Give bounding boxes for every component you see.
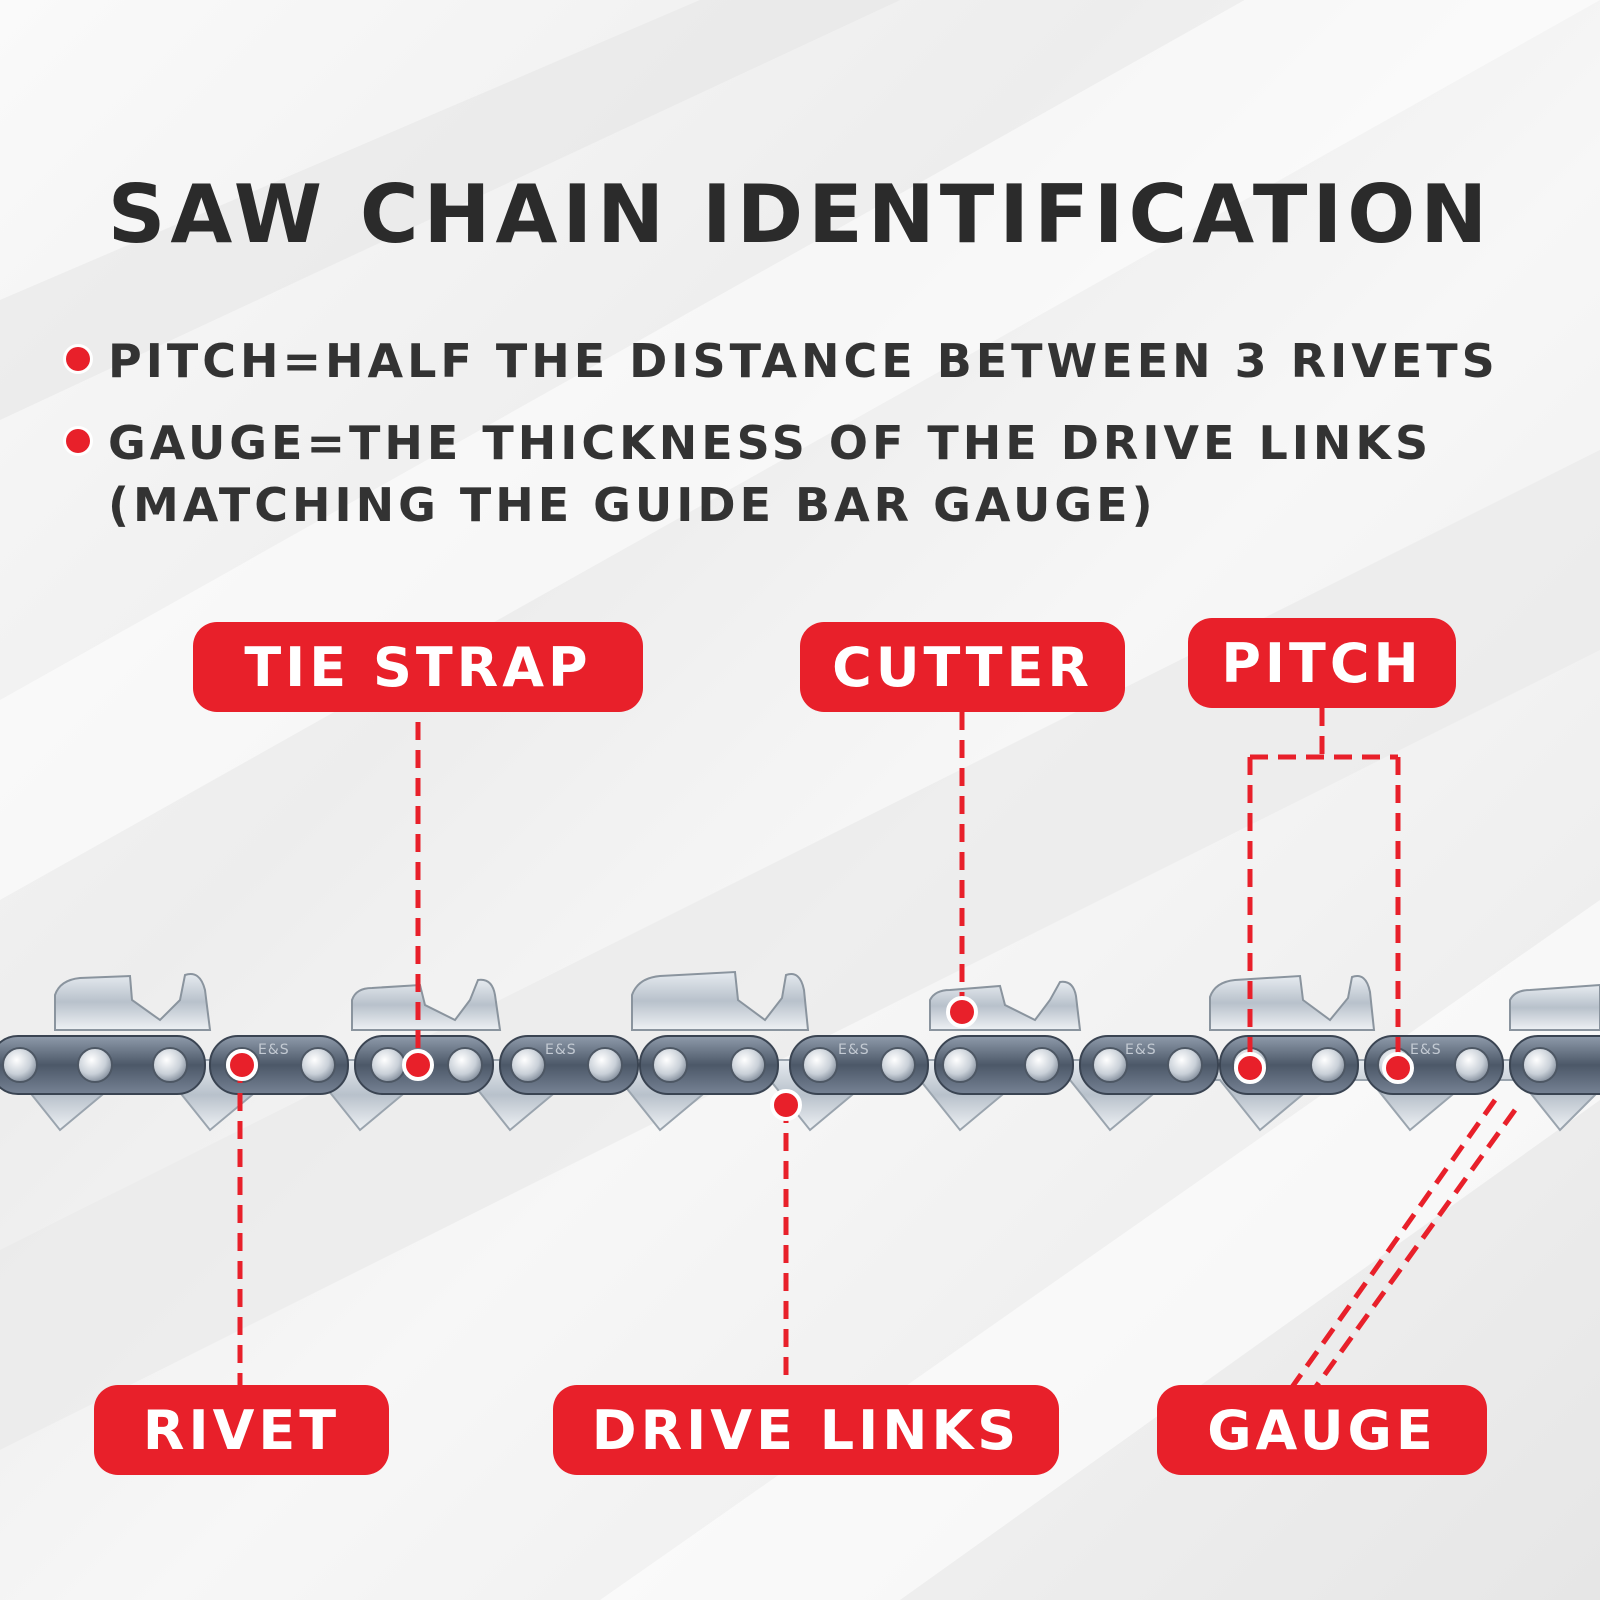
chain-stamps: E&S E&S E&S E&S E&S [258,1042,1442,1058]
pitch-definition-text: PITCH=HALF THE DISTANCE BETWEEN 3 RIVETS [108,334,1499,388]
rivets [2,1047,1558,1083]
definition-list: PITCH=HALF THE DISTANCE BETWEEN 3 RIVETS… [66,330,1566,556]
gauge-definition-text: GAUGE=THE THICKNESS OF THE DRIVE LINKS (… [108,416,1433,532]
drive-links-label: DRIVE LINKS [553,1385,1059,1475]
cutters [54,970,1600,1031]
page-title: SAW CHAIN IDENTIFICATION [107,168,1493,261]
drive-links-marker [770,1089,802,1121]
tie-strap-label: TIE STRAP [193,622,643,712]
cutter-marker [946,996,978,1028]
chain-stamp: E&S [545,1042,577,1058]
cutter-label: CUTTER [800,622,1125,712]
rivet-marker [226,1049,258,1081]
gauge-definition: GAUGE=THE THICKNESS OF THE DRIVE LINKS (… [66,412,1566,536]
bullet-dot-icon [66,429,90,453]
gauge-label: GAUGE [1157,1385,1487,1475]
chain-stamp: E&S [1410,1042,1442,1058]
chain-stamp: E&S [1125,1042,1157,1058]
marker-dots [226,996,1414,1121]
leader-lines [237,708,1518,1397]
pitch-start-marker [1234,1052,1266,1084]
chain-stamp: E&S [258,1042,290,1058]
rivet-label: RIVET [94,1385,389,1475]
pitch-end-marker [1382,1052,1414,1084]
pitch-definition: PITCH=HALF THE DISTANCE BETWEEN 3 RIVETS [66,330,1566,392]
tie-strap-marker [402,1049,434,1081]
chain-stamp: E&S [838,1042,870,1058]
pitch-label: PITCH [1188,618,1456,708]
bullet-dot-icon [66,347,90,371]
